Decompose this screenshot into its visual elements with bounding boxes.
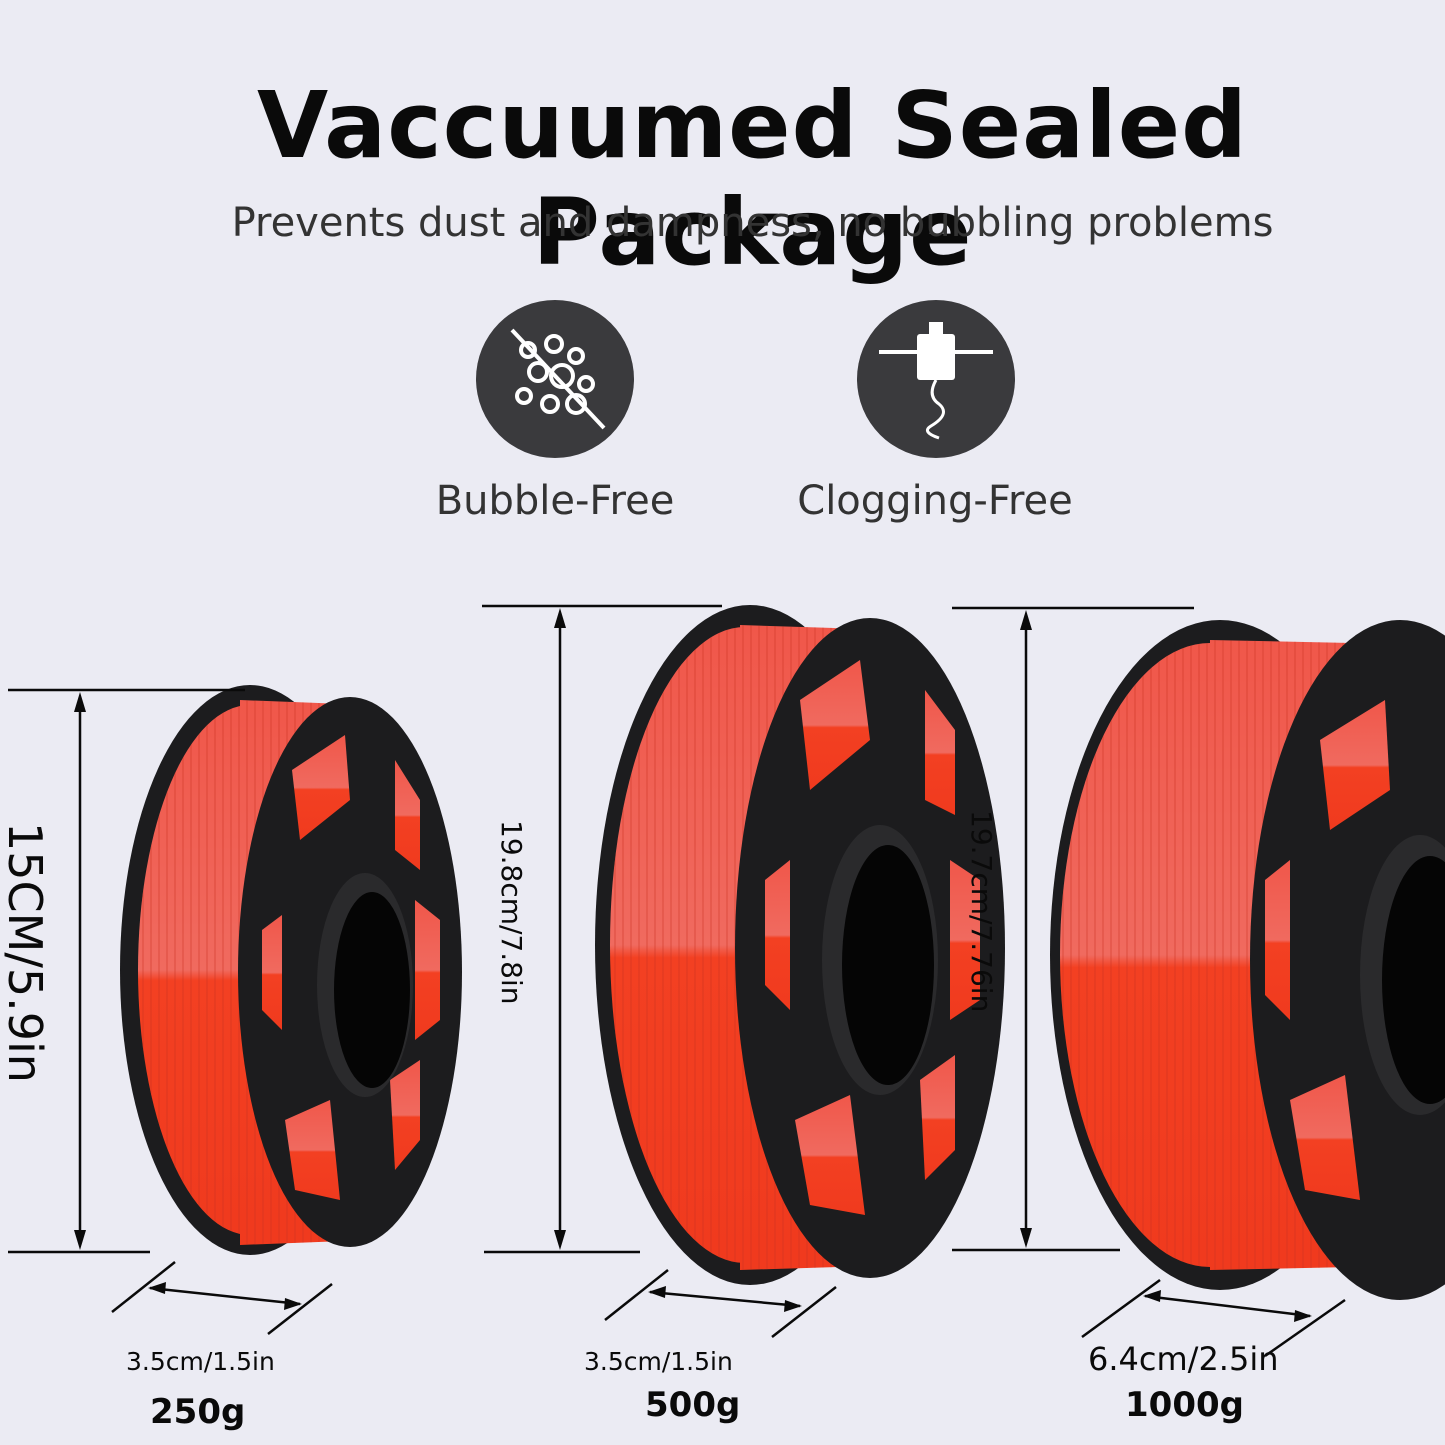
spool-1000g-weight: 1000g	[1125, 1385, 1244, 1425]
page-title: Vaccuumed Sealed Package	[257, 72, 1248, 286]
spool-1000g-width-label: 6.4cm/2.5in	[1088, 1340, 1279, 1378]
bubble-free-icon	[476, 300, 634, 458]
spool-1000g-height-label: 19.7cm/7.76in	[965, 810, 998, 1013]
clogging-free-icon	[857, 300, 1015, 458]
spool-250g-height-label: 15CM/5.9in	[0, 822, 52, 1083]
spool-500g	[595, 605, 1005, 1285]
feature-label-clogging-free: Clogging-Free	[797, 478, 1073, 524]
spool-500g-weight: 500g	[645, 1385, 741, 1425]
spool-500g-height-label: 19.8cm/7.8in	[495, 820, 528, 1005]
spool-250g	[120, 685, 462, 1255]
spool-500g-width-label: 3.5cm/1.5in	[584, 1347, 733, 1376]
feature-label-bubble-free: Bubble-Free	[435, 478, 675, 524]
spool-250g-weight: 250g	[150, 1392, 246, 1432]
page-subtitle: Prevents dust and dampness, no bubbling …	[231, 200, 1274, 246]
spool-250g-width-label: 3.5cm/1.5in	[126, 1347, 275, 1376]
spool-1000g	[1050, 620, 1445, 1300]
